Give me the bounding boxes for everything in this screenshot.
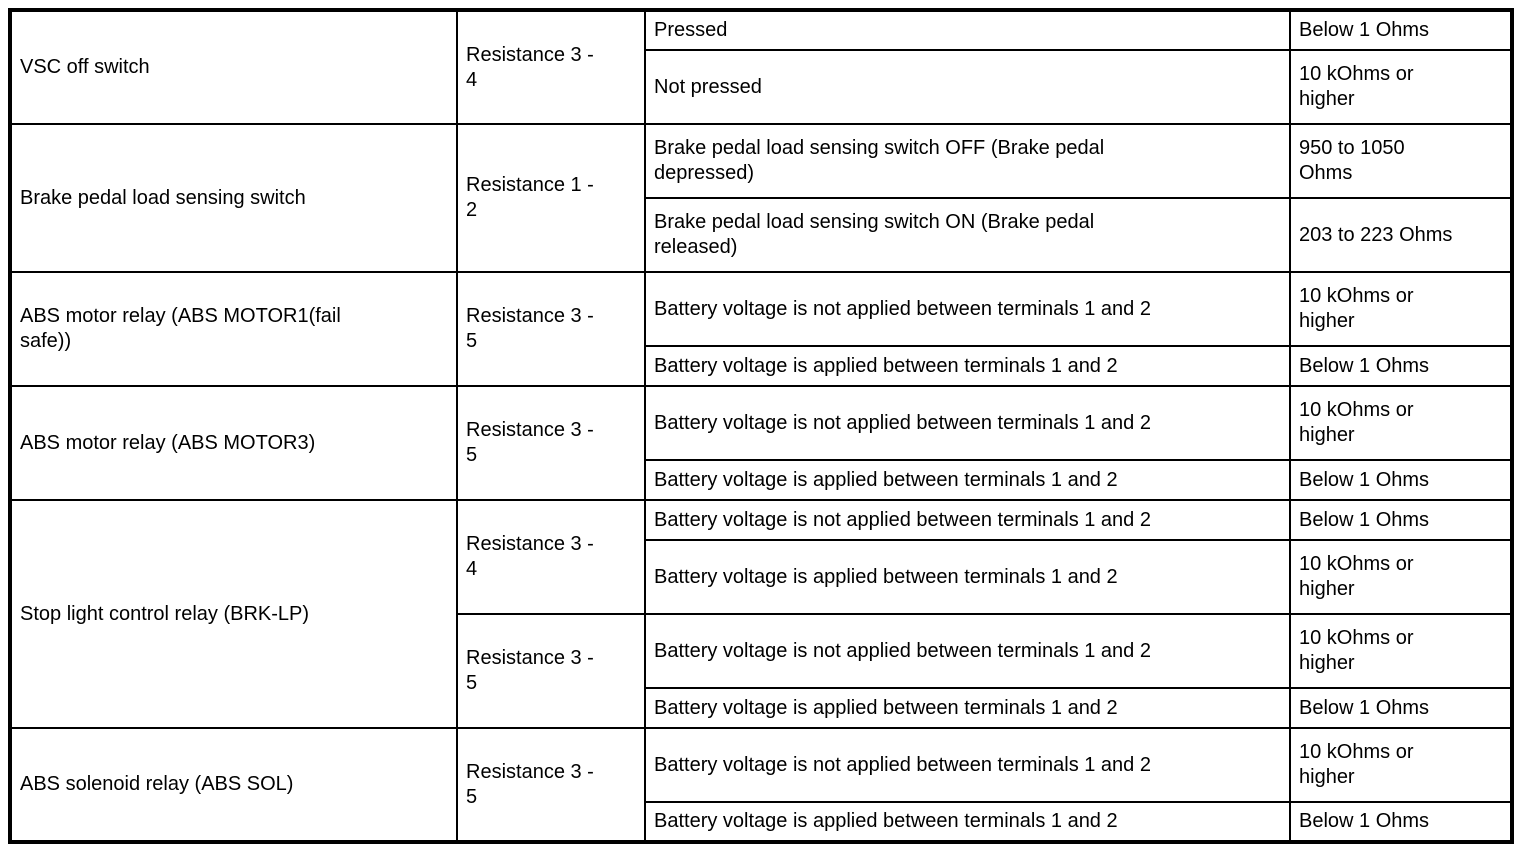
table-row: Brake pedal load sensing switch Resistan… <box>9 123 1513 273</box>
value-cell: Below 1 Ohms <box>1289 499 1513 541</box>
condition-cell: Battery voltage is applied between termi… <box>644 687 1291 729</box>
test-cell: Resistance 3 - 5 <box>456 271 646 387</box>
condition-cell: Battery voltage is not applied between t… <box>644 727 1291 803</box>
table-row: Brake pedal load sensing switch ON (Brak… <box>10 197 1513 273</box>
table-row: VSC off switch Resistance 3 - 4 Pressed … <box>9 9 1513 125</box>
condition-cell: Battery voltage is applied between termi… <box>644 345 1291 387</box>
table-row: ABS motor relay (ABS MOTOR3) Resistance … <box>9 385 1513 501</box>
value-cell: 203 to 223 Ohms <box>1289 197 1513 273</box>
test-cell: Resistance 3 - 5 <box>456 613 646 729</box>
condition-cell: Battery voltage is not applied between t… <box>644 613 1291 689</box>
value-cell: 10 kOhms or higher <box>1289 539 1513 615</box>
component-cell: Stop light control relay (BRK-LP) <box>9 499 458 729</box>
table-row: Stop light control relay (BRK-LP) Resist… <box>9 499 1513 729</box>
resistance-specification-table: VSC off switch Resistance 3 - 4 Pressed … <box>8 8 1514 844</box>
value-cell: 10 kOhms or higher <box>1289 613 1513 689</box>
value-cell: 10 kOhms or higher <box>1289 727 1513 803</box>
test-cell: Resistance 1 - 2 <box>456 123 646 273</box>
value-cell: 950 to 1050 Ohms <box>1289 123 1513 199</box>
component-cell: ABS solenoid relay (ABS SOL) <box>9 727 458 843</box>
value-cell: 10 kOhms or higher <box>1289 271 1513 347</box>
condition-cell: Brake pedal load sensing switch OFF (Bra… <box>644 123 1291 199</box>
table-row: Not pressed 10 kOhms or higher <box>10 49 1513 125</box>
table-row: ABS solenoid relay (ABS SOL) Resistance … <box>9 727 1513 843</box>
test-cell: Resistance 3 - 5 <box>456 385 646 501</box>
value-cell: Below 1 Ohms <box>1289 345 1513 387</box>
table-row: Battery voltage is applied between termi… <box>10 459 1513 501</box>
component-cell: Brake pedal load sensing switch <box>9 123 458 273</box>
condition-cell: Battery voltage is not applied between t… <box>644 499 1291 541</box>
value-cell: Below 1 Ohms <box>1289 459 1513 501</box>
condition-cell: Battery voltage is not applied between t… <box>644 271 1291 347</box>
table-row: Battery voltage is applied between termi… <box>10 539 1513 615</box>
test-cell: Resistance 3 - 4 <box>456 9 646 125</box>
condition-cell: Battery voltage is applied between termi… <box>644 459 1291 501</box>
test-cell: Resistance 3 - 5 <box>456 727 646 843</box>
condition-cell: Pressed <box>644 9 1291 51</box>
value-cell: Below 1 Ohms <box>1289 687 1513 729</box>
table-row: Battery voltage is applied between termi… <box>10 345 1513 387</box>
condition-cell: Not pressed <box>644 49 1291 125</box>
test-cell: Resistance 3 - 4 <box>456 499 646 615</box>
condition-cell: Battery voltage is applied between termi… <box>644 539 1291 615</box>
condition-cell: Battery voltage is not applied between t… <box>644 385 1291 461</box>
component-cell: ABS motor relay (ABS MOTOR3) <box>9 385 458 501</box>
table-row: Battery voltage is applied between termi… <box>10 687 1513 729</box>
value-cell: 10 kOhms or higher <box>1289 385 1513 461</box>
value-cell: Below 1 Ohms <box>1289 9 1513 51</box>
table-row: Battery voltage is applied between termi… <box>10 801 1513 843</box>
value-cell: Below 1 Ohms <box>1289 801 1513 843</box>
value-cell: 10 kOhms or higher <box>1289 49 1513 125</box>
table-row: Resistance 3 - 5 Battery voltage is not … <box>10 613 1513 729</box>
table-row: ABS motor relay (ABS MOTOR1(fail safe)) … <box>9 271 1513 387</box>
component-cell: VSC off switch <box>9 9 458 125</box>
condition-cell: Brake pedal load sensing switch ON (Brak… <box>644 197 1291 273</box>
component-cell: ABS motor relay (ABS MOTOR1(fail safe)) <box>9 271 458 387</box>
condition-cell: Battery voltage is applied between termi… <box>644 801 1291 843</box>
